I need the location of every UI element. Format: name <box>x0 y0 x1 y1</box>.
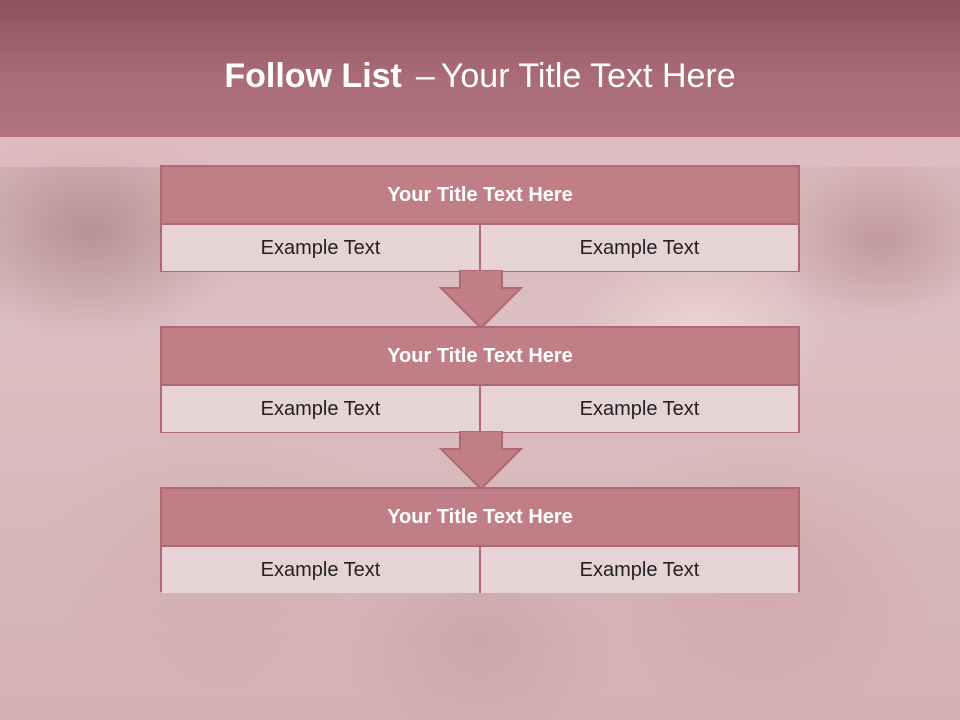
step-3-left-text: Example Text <box>162 547 479 593</box>
slide-title: Follow List–Your Title Text Here <box>0 54 960 98</box>
step-panel-1: Your Title Text Here Example Text Exampl… <box>160 165 800 272</box>
step-2-right-text: Example Text <box>479 386 798 432</box>
step-3-right-text: Example Text <box>479 547 798 593</box>
step-title-3: Your Title Text Here <box>162 489 798 547</box>
down-arrow-icon <box>439 431 523 491</box>
step-title-2: Your Title Text Here <box>162 328 798 386</box>
step-1-right-text: Example Text <box>479 225 798 271</box>
step-row-2: Example Text Example Text <box>162 386 798 432</box>
step-1-left-text: Example Text <box>162 225 479 271</box>
step-title-1: Your Title Text Here <box>162 167 798 225</box>
slide-title-rest: Your Title Text Here <box>440 57 736 95</box>
step-panel-2: Your Title Text Here Example Text Exampl… <box>160 326 800 433</box>
slide-title-bold: Follow List <box>224 57 402 95</box>
down-arrow-icon <box>439 270 523 330</box>
header-strip <box>0 137 960 167</box>
step-panel-3: Your Title Text Here Example Text Exampl… <box>160 487 800 593</box>
step-row-1: Example Text Example Text <box>162 225 798 271</box>
step-2-left-text: Example Text <box>162 386 479 432</box>
slide-title-separator: – <box>415 57 435 95</box>
step-row-3: Example Text Example Text <box>162 547 798 593</box>
header-band <box>0 0 960 137</box>
